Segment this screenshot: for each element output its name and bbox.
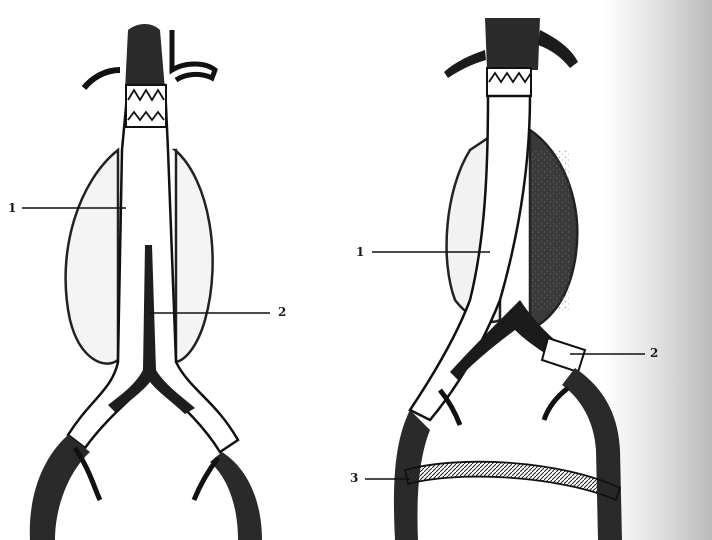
right-label-3: 3 <box>350 472 358 484</box>
right-label-1: 1 <box>356 246 364 258</box>
left-label-1: 1 <box>8 202 16 214</box>
right-label-2: 2 <box>650 347 658 359</box>
left-aortic-diagram <box>22 24 270 540</box>
right-aortic-diagram <box>365 18 645 540</box>
left-label-2: 2 <box>278 306 286 318</box>
